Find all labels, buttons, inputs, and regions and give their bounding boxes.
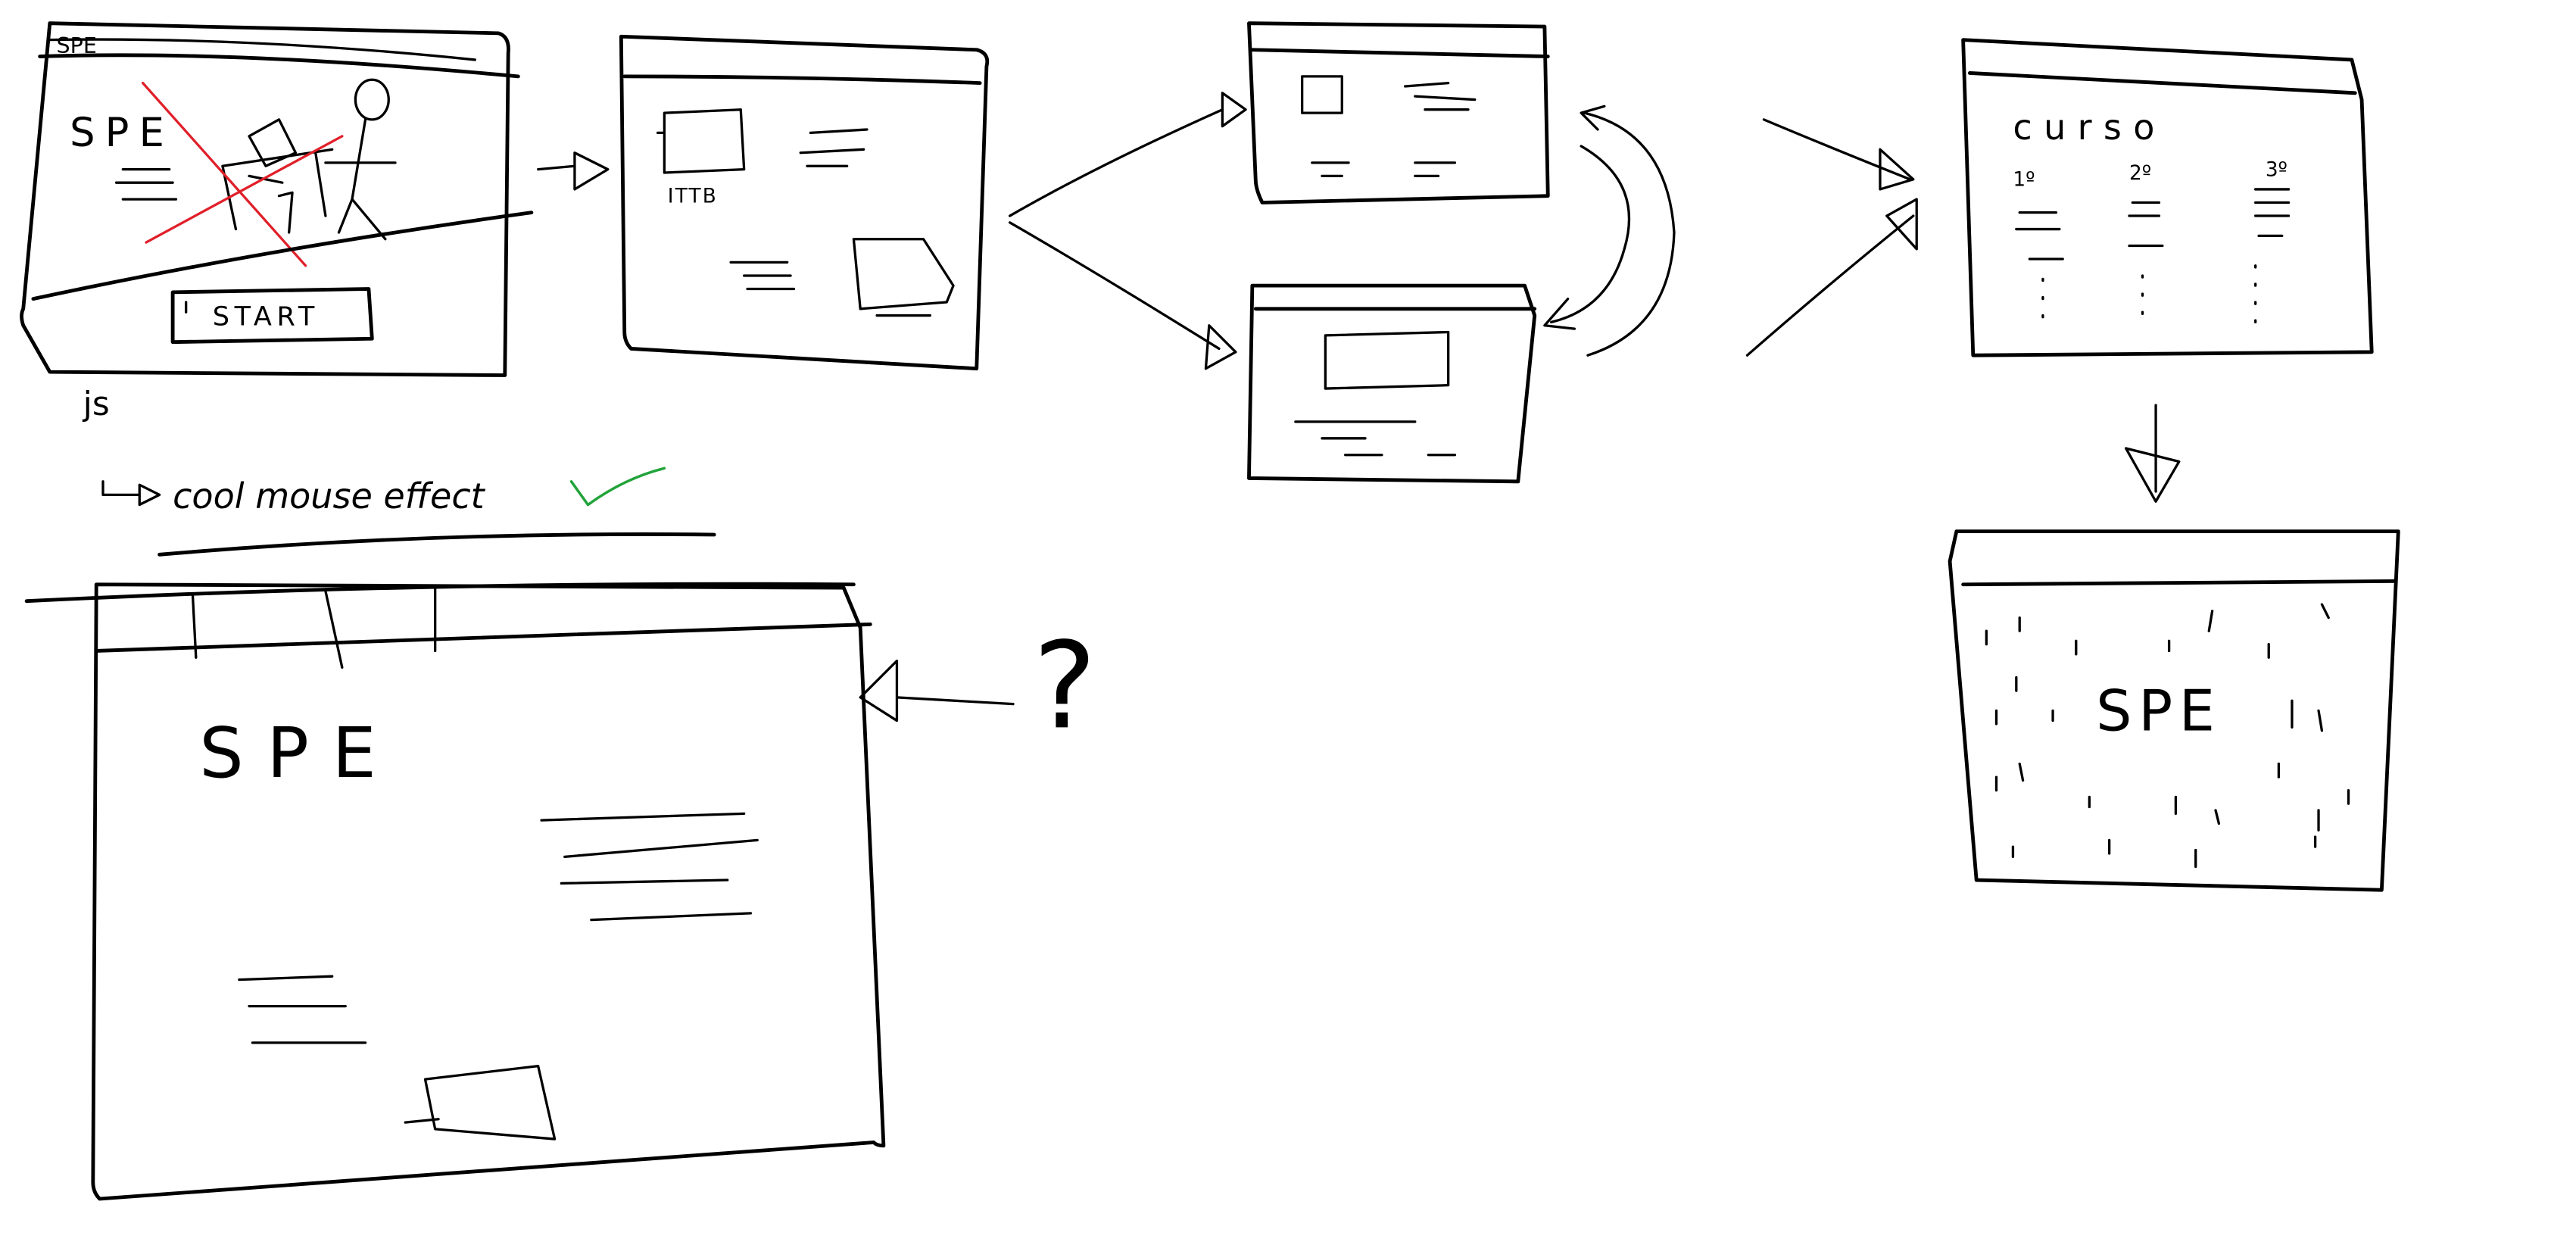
swap-arrow	[1543, 145, 1631, 330]
screen-landing-frame	[20, 21, 510, 377]
screen-landing-header-line	[38, 53, 520, 79]
screen-detail-b-frame	[1247, 283, 1537, 484]
screen-landing-header-text: SPE	[57, 33, 97, 58]
question-mark: ?	[1033, 616, 1096, 756]
screen-home-header-line	[622, 74, 982, 86]
course-year-column: 1º	[2013, 169, 2064, 334]
nav-tab-divider	[191, 586, 437, 669]
rain-effect-marks	[1985, 603, 2350, 869]
screen-alt-home-nav-line	[94, 622, 872, 653]
screen-detail-a	[1247, 21, 1550, 204]
cross-out-mark	[141, 81, 344, 267]
text-lines-icon	[729, 261, 796, 291]
swap-arrow	[1580, 105, 1676, 357]
screen-home-frame	[619, 34, 990, 371]
screen-home: ITTB	[619, 34, 990, 371]
text-lines-icon	[540, 812, 759, 922]
image-placeholder-icon	[1300, 75, 1343, 114]
note-mouse-effect: cool mouse effect	[173, 476, 486, 516]
arrow-to-alt-home	[859, 659, 1015, 722]
screen-detail-a-frame	[1247, 21, 1550, 204]
course-year-label: 3º	[2266, 158, 2288, 181]
text-lines-icon	[1311, 161, 1457, 178]
arrow-to-course	[1745, 198, 1918, 357]
screen-final-frame	[1948, 529, 2400, 892]
image-placeholder-icon	[656, 108, 746, 174]
course-year-column: 3º	[2254, 158, 2291, 323]
text-lines-icon	[799, 128, 869, 167]
course-year-column: 2º	[2128, 162, 2164, 330]
arrow-to-detail-a	[1008, 92, 1247, 217]
text-lines-icon	[1294, 420, 1457, 457]
text-lines-icon	[2015, 211, 2064, 261]
arrow-to-final	[2124, 404, 2181, 503]
screen-home-caption: ITTB	[668, 185, 718, 208]
screen-final: SPE	[1948, 529, 2400, 892]
screen-course-title: curso	[2013, 107, 2166, 148]
course-year-label: 2º	[2129, 162, 2151, 185]
screen-course: curso 1º 2º 3º	[1961, 38, 2374, 357]
text-lines-icon	[2254, 188, 2291, 237]
image-placeholder-icon	[852, 238, 955, 317]
image-placeholder-icon	[1324, 330, 1450, 390]
screen-alt-home: SPE	[24, 582, 886, 1201]
screen-final-title: SPE	[2096, 679, 2222, 744]
screen-alt-home-frame	[91, 582, 886, 1201]
section-divider	[157, 532, 716, 557]
text-lines-icon	[238, 975, 367, 1044]
text-lines-icon	[2128, 201, 2164, 248]
screen-alt-home-title: SPE	[199, 713, 399, 794]
start-button[interactable]	[170, 287, 374, 345]
screen-landing-wave	[31, 211, 534, 301]
course-year-label: 1º	[2013, 169, 2035, 192]
person-at-desk-illustration	[221, 78, 397, 241]
screen-course-frame	[1961, 38, 2374, 357]
start-button-label: START	[213, 301, 320, 332]
note-arrow-icon	[101, 480, 161, 507]
text-lines-icon	[114, 167, 178, 201]
arrow-to-course	[1762, 118, 1915, 191]
text-lines-icon	[1403, 81, 1477, 111]
screen-landing: SPE SPE START	[20, 21, 534, 377]
screen-landing-title: SPE	[70, 110, 174, 156]
screen-landing-header-line-2	[48, 38, 476, 61]
note-js: js	[83, 385, 110, 423]
screen-detail-b	[1247, 283, 1537, 484]
image-placeholder-icon	[404, 1064, 557, 1141]
arrow-to-home	[537, 151, 610, 191]
checkmark-icon	[569, 467, 666, 507]
arrow-to-detail-b	[1008, 221, 1237, 370]
